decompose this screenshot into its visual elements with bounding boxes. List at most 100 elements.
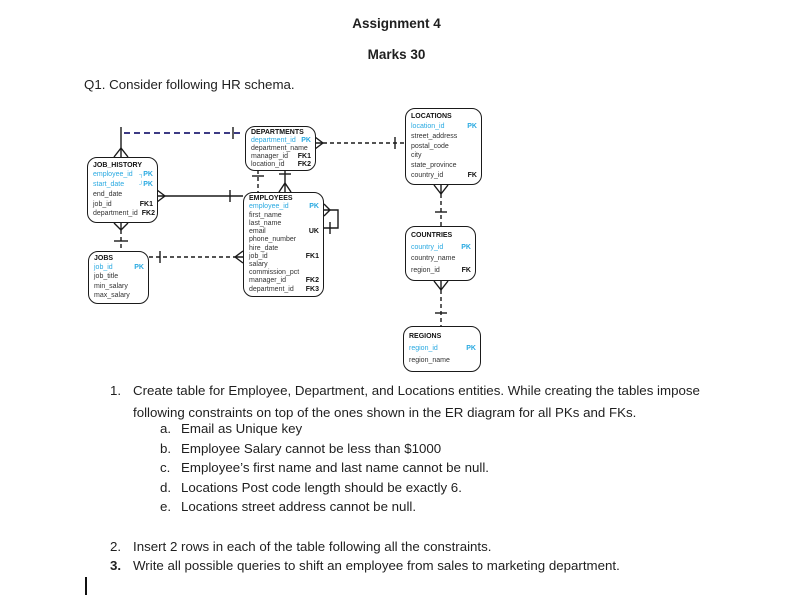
field-key: PK	[301, 137, 311, 144]
entity-field-row: postal_code	[411, 143, 477, 151]
entity-field-row: start_date┘PK	[93, 181, 153, 189]
entity-field-row: max_salary	[94, 292, 144, 300]
entity-field-row: job_id FK1	[249, 253, 319, 261]
crowfoot-employees-top	[278, 182, 292, 193]
marks-label: Marks 30	[367, 47, 426, 62]
entity-title: JOB_HISTORY	[93, 161, 143, 169]
task-text: Write all possible queries to shift an e…	[133, 558, 620, 573]
field-name: location_id	[411, 122, 445, 130]
field-name: manager_id	[251, 153, 288, 160]
field-name: employee_id	[93, 171, 133, 179]
field-name: hire_date	[249, 244, 279, 252]
field-name: region_name	[409, 357, 450, 364]
field-name: region_id	[409, 345, 438, 352]
rel-employees-self	[324, 209, 339, 229]
field-name: state_province	[411, 162, 457, 170]
crowfoot-jobhistory-bottom	[113, 222, 129, 231]
entity-field-row: first_name	[249, 212, 319, 220]
task-item-2: 2. Insert 2 rows in each of the table fo…	[110, 536, 718, 558]
entity-field-row: country_name	[411, 255, 471, 263]
subtask-e: e. Locations street address cannot be nu…	[160, 497, 489, 517]
subtask-letter: c.	[160, 460, 171, 475]
crowfoot-employees-right	[323, 203, 331, 217]
field-key: FK1	[305, 252, 319, 260]
subtask-text: Email as Unique key	[181, 421, 303, 436]
field-key: FK	[461, 266, 471, 274]
field-name: first_name	[249, 211, 282, 219]
field-name: min_salary	[94, 282, 128, 290]
field-key: PK	[467, 122, 477, 130]
crowfoot-departments-right	[314, 136, 324, 150]
entity-field-row: job_id PK	[94, 264, 144, 272]
field-name: job_id	[94, 264, 113, 272]
subtask-letter: d.	[160, 479, 172, 495]
field-name: salary	[249, 260, 268, 268]
entity-title: COUNTRIES	[411, 232, 453, 240]
crowfoot-countries-bottom	[433, 280, 449, 291]
entity-field-row: department_id PK	[251, 137, 311, 145]
entity-title: LOCATIONS	[411, 112, 452, 120]
entity-field-row: email UK	[249, 228, 319, 236]
entity-title: EMPLOYEES	[249, 195, 293, 203]
entity-field-row: hire_date	[249, 245, 319, 253]
field-name: location_id	[251, 161, 285, 168]
subtask-text: Employee Salary cannot be less than $100…	[181, 440, 442, 456]
question-1-label: Q1. Consider following HR schema.	[84, 77, 295, 92]
task-item-3: 3. Write all possible queries to shift a…	[110, 555, 718, 577]
entity-field-row: manager_id FK1	[251, 153, 311, 161]
entity-field-row: location_id PK	[411, 123, 477, 131]
entity-field-row: end_date	[93, 191, 153, 199]
task-number: 3.	[110, 558, 122, 573]
field-name: email	[249, 228, 266, 236]
entity-field-row: region_id PK	[409, 345, 476, 353]
text-cursor[interactable]	[85, 577, 87, 595]
field-name: job_id	[93, 200, 112, 208]
field-name: country_id	[411, 243, 444, 251]
assignment-title: Assignment 4	[352, 16, 441, 31]
crowfoot-employees-left	[234, 250, 244, 264]
crowfoot-jobhistory-right	[156, 189, 166, 203]
entity-field-row: job_id FK1	[93, 201, 153, 209]
field-key: PK	[461, 243, 471, 251]
subtask-a: a. Email as Unique key	[160, 419, 489, 439]
field-key: FK2	[305, 277, 319, 285]
field-name: last_name	[249, 219, 282, 227]
field-name: country_name	[411, 255, 456, 263]
entity-field-row: city	[411, 152, 477, 160]
field-name: commission_pct	[249, 269, 300, 277]
field-key: FK1	[297, 153, 311, 160]
entity-field-row: salary	[249, 261, 319, 269]
field-key: PK	[134, 264, 144, 272]
task-text: Create table for Employee, Department, a…	[133, 383, 700, 420]
field-key: UK	[308, 228, 319, 236]
subtask-d: d. Locations Post code length should be …	[160, 478, 489, 498]
task-text: Insert 2 rows in each of the table follo…	[133, 539, 492, 554]
subtask-letter: b.	[160, 440, 172, 456]
field-key: PK	[466, 345, 476, 352]
field-name: department_id	[93, 210, 138, 218]
crowfoot-jobhistory-top	[113, 147, 129, 158]
entity-field-row: last_name	[249, 220, 319, 228]
entity-field-row: region_name	[409, 357, 476, 365]
field-key: FK1	[139, 200, 153, 208]
subtask-text: Locations street address cannot be null.	[181, 499, 417, 514]
field-key: FK2	[141, 210, 155, 218]
task-1-sublist: a. Email as Unique key b. Employee Salar…	[160, 419, 489, 517]
field-name: region_id	[411, 266, 440, 274]
task-number: 2.	[110, 539, 122, 554]
field-name: job_id	[249, 252, 268, 260]
subtask-letter: a.	[160, 421, 172, 436]
entity-field-row: country_id PK	[411, 244, 471, 252]
entity-field-row: phone_number	[249, 236, 319, 244]
field-name: department_id	[251, 137, 296, 144]
